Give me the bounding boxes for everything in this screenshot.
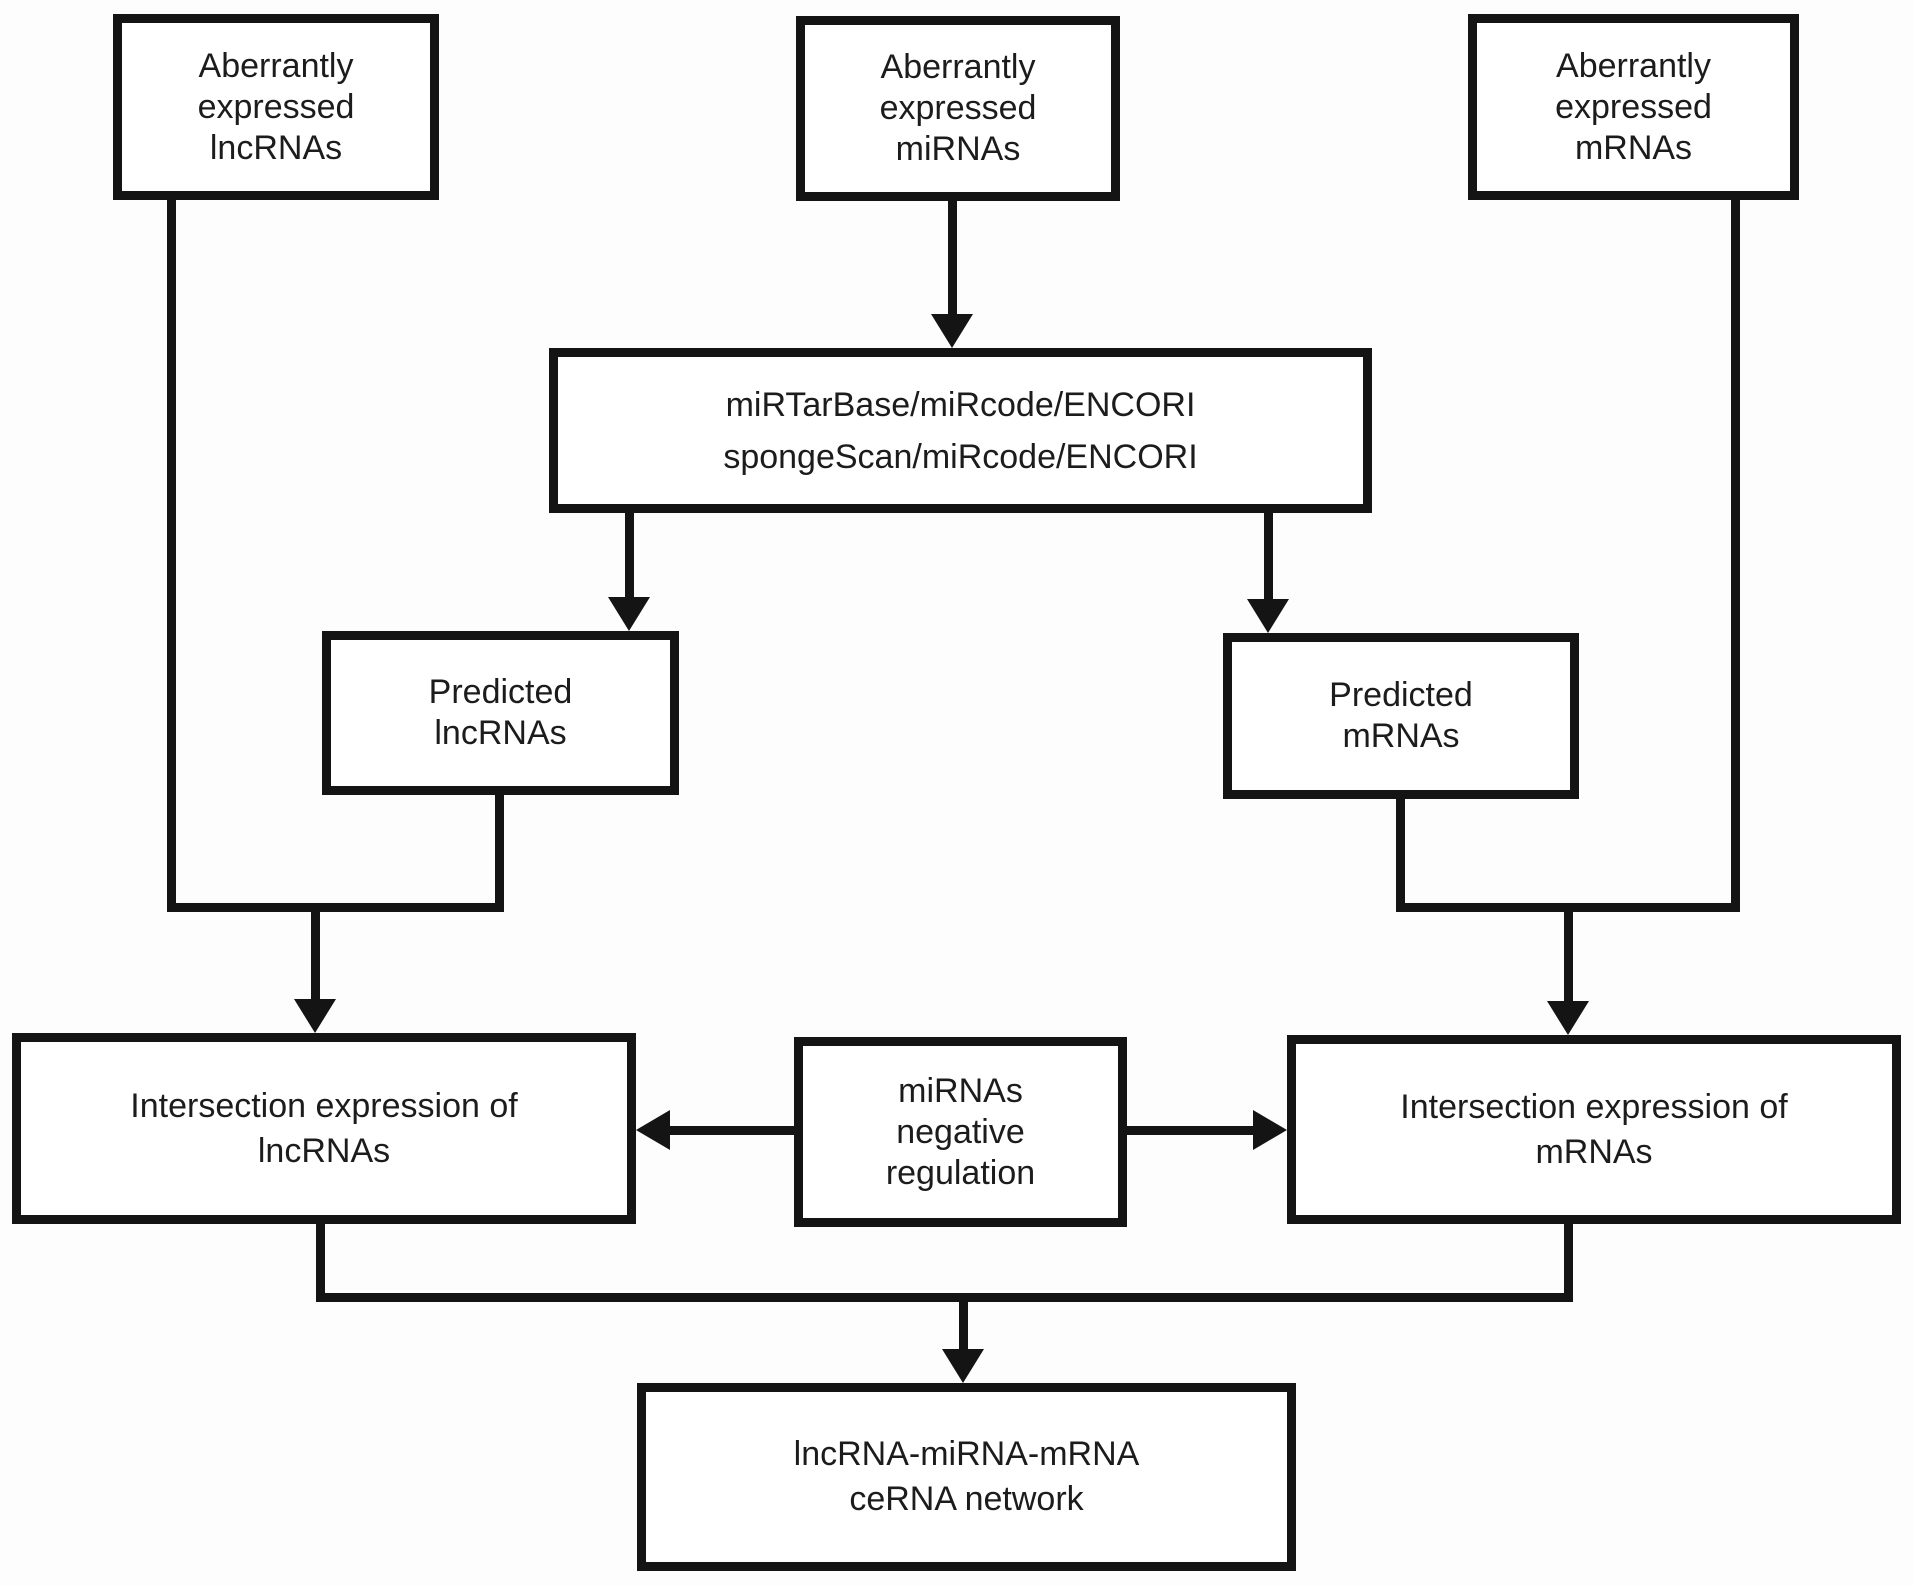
node-mirnas-negative-regulation: miRNAs negative regulation [794,1037,1127,1227]
node-intersection-expression-mrnas: Intersection expression of mRNAs [1287,1035,1901,1224]
node-label-line: Intersection expression of [130,1086,518,1125]
arrowhead-mirnas-to-databases [931,314,973,348]
arrowhead-to-intersection-mrnas [1547,1001,1589,1035]
node-label-line: miRTarBase/miRcode/ENCORI [725,385,1196,424]
node-label-line: miRNAs [895,130,1021,168]
node-label-line: lncRNA-miRNA-mRNA [793,1435,1140,1473]
edge-line-regulation-to-intersection-lncrnas [666,1126,796,1135]
edge-line-predicted-lncrnas-down [495,792,504,912]
node-prediction-databases: miRTarBase/miRcode/ENCORI spongeScan/miR… [549,348,1372,513]
arrowhead-to-cerna-network [942,1349,984,1383]
edge-line-regulation-to-intersection-mrnas [1125,1126,1255,1135]
node-intersection-expression-lncrnas: Intersection expression of lncRNAs [12,1033,636,1224]
edge-line-intersection-lncrnas-down [316,1222,325,1302]
node-label-line: mRNAs [1574,128,1693,167]
node-label-line: lncRNAs [257,1131,391,1170]
node-label-line: lncRNAs [434,714,567,752]
node-label-line: mRNAs [1342,717,1460,755]
edge-line-aberrant-mrnas-down [1731,198,1740,912]
node-label-line: expressed [197,87,355,126]
node-label-line: Intersection expression of [1400,1087,1788,1126]
node-cerna-network: lncRNA-miRNA-mRNA ceRNA network [637,1383,1296,1571]
edge-line-merge-to-intersection-lncrnas [311,907,320,1003]
arrowhead-regulation-to-intersection-mrnas [1253,1110,1287,1150]
edge-line-merge-to-intersection-mrnas [1564,907,1573,1005]
node-predicted-lncrnas: Predicted lncRNAs [322,631,679,795]
node-label-line: miRNAs [898,1071,1023,1110]
edge-line-lncrna-merge-horizontal [167,903,504,912]
node-label-line: spongeScan/miRcode/ENCORI [723,437,1198,476]
node-label-line: expressed [1555,87,1712,126]
node-label-line: Aberrantly [880,48,1036,86]
edge-line-predicted-mrnas-down [1396,796,1405,912]
edge-line-intersection-mrnas-down [1564,1222,1573,1302]
node-label-line: Aberrantly [198,46,354,85]
edge-line-merge-to-cerna-network [959,1298,968,1351]
node-label-line: negative [896,1112,1025,1151]
node-label-line: ceRNA network [849,1480,1084,1518]
arrowhead-regulation-to-intersection-lncrnas [636,1110,670,1150]
node-label-line: lncRNAs [209,128,343,167]
node-label-line: Predicted [428,673,573,711]
arrowhead-to-intersection-lncrnas [294,999,336,1033]
edge-line-databases-to-predicted-mrnas [1264,510,1273,603]
node-label-line: expressed [879,89,1037,127]
edge-line-databases-to-predicted-lncrnas [625,510,634,601]
node-aberrantly-expressed-lncrnas: Aberrantly expressed lncRNAs [113,14,439,200]
node-label-line: mRNAs [1535,1132,1653,1171]
edge-line-mirnas-to-databases [948,198,957,318]
node-label-line: Predicted [1329,676,1473,714]
node-label-line: regulation [885,1153,1036,1192]
edge-line-bottom-merge-horizontal [316,1293,1573,1302]
node-aberrantly-expressed-mirnas: Aberrantly expressed miRNAs [796,16,1120,201]
arrowhead-databases-to-predicted-mrnas [1247,599,1289,633]
node-aberrantly-expressed-mrnas: Aberrantly expressed mRNAs [1468,14,1799,200]
arrowhead-databases-to-predicted-lncrnas [608,597,650,631]
edge-line-aberrant-lncrnas-down [167,198,176,912]
node-label-line: Aberrantly [1556,46,1711,85]
node-predicted-mrnas: Predicted mRNAs [1223,633,1579,799]
